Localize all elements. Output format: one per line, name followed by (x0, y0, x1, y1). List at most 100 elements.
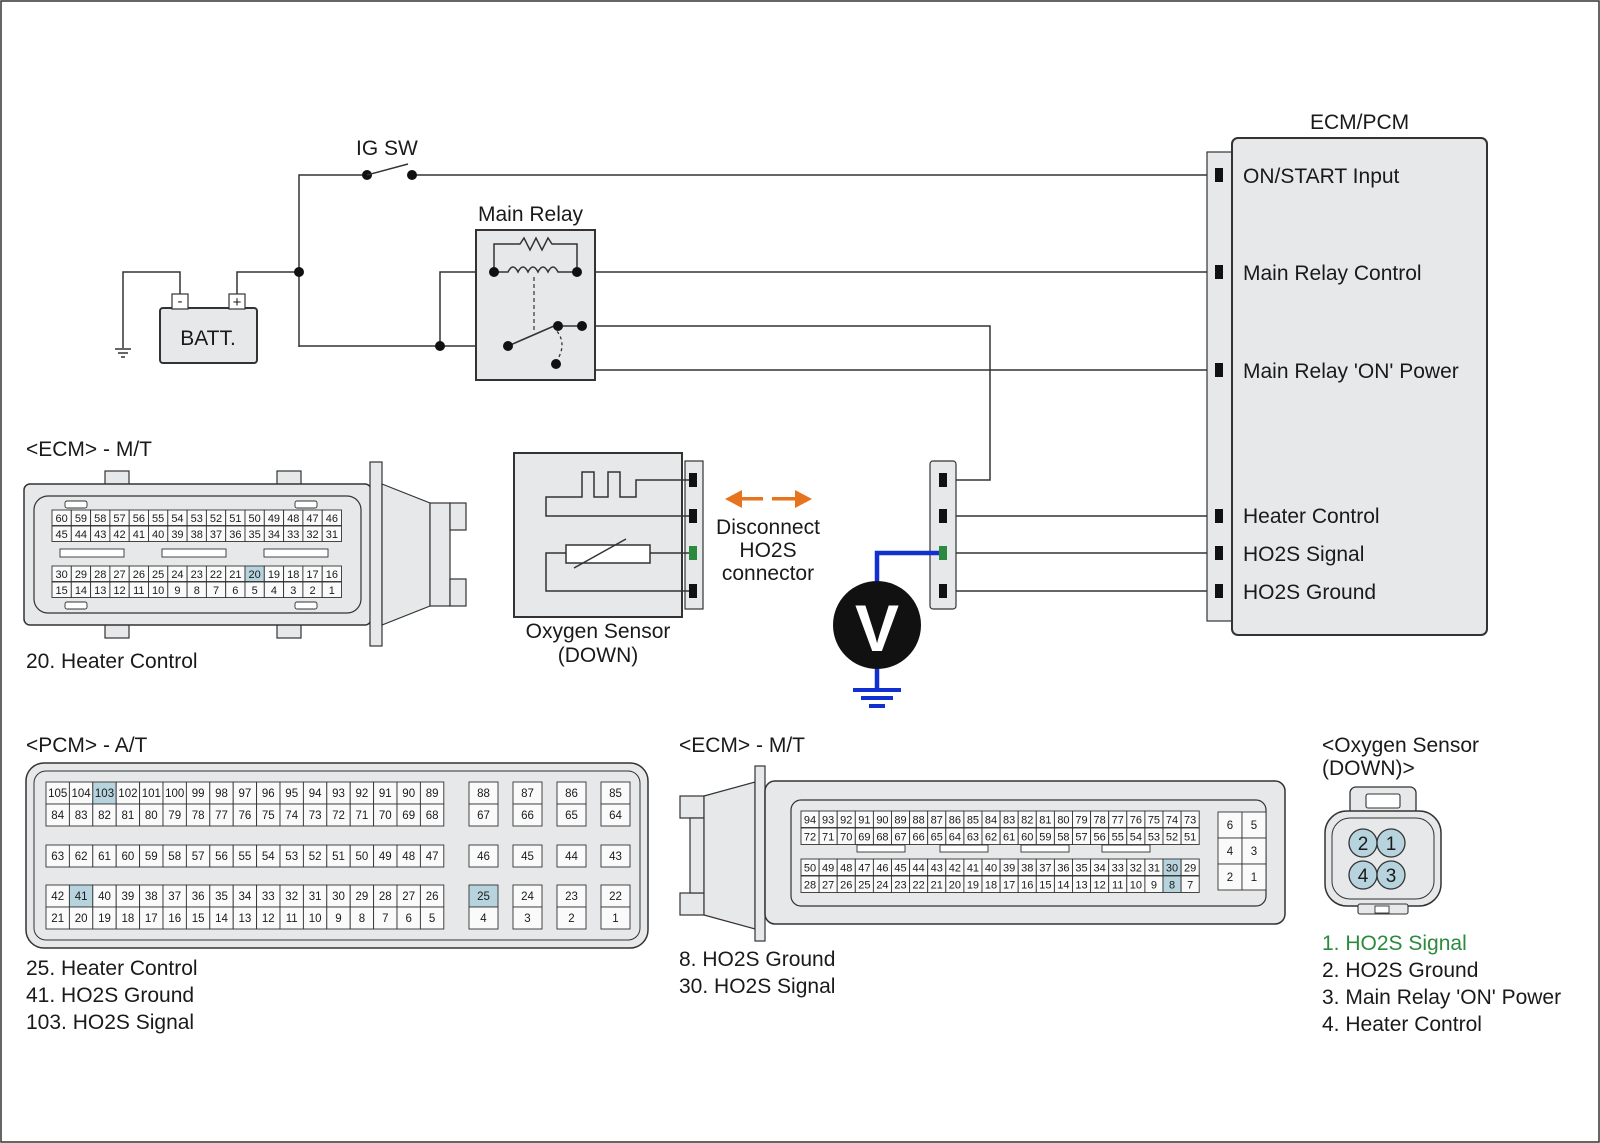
ig-sw-label: IG SW (356, 137, 418, 160)
pin-number: 56 (215, 851, 228, 863)
pin-cell (1180, 858, 1200, 876)
pin-number: 6 (232, 585, 238, 597)
pin-number: 29 (75, 569, 87, 581)
pin-number: 35 (249, 529, 261, 541)
pin-number: 79 (168, 810, 181, 822)
pin-cell (468, 906, 499, 930)
pin-number: 18 (287, 569, 299, 581)
pin-number: 51 (1184, 831, 1196, 843)
pin-number: 22 (913, 879, 925, 891)
pin-number: 5 (252, 585, 258, 597)
pin-number: 38 (145, 891, 158, 903)
pin-number: 6 (405, 913, 411, 925)
pin-number: 94 (309, 788, 322, 800)
pin-cell (512, 844, 543, 868)
pin-number: 49 (379, 851, 392, 863)
pin-number: 79 (1075, 814, 1087, 826)
pin-number: 67 (894, 831, 906, 843)
pin-number: 13 (1075, 879, 1087, 891)
pin-number: 1 (1251, 872, 1257, 884)
pin-number: 53 (285, 851, 298, 863)
pin-number: 16 (1021, 879, 1033, 891)
pin-cell (600, 803, 631, 827)
ecm-pin-heater-control: Heater Control (1243, 505, 1380, 528)
o2-pin-3 (1376, 860, 1406, 890)
pin-cell (419, 803, 445, 827)
pin-number: 57 (113, 513, 125, 525)
pin-number: 94 (804, 814, 816, 826)
pin-number: 36 (192, 891, 205, 903)
disconnect-label-1: Disconnect (716, 516, 820, 539)
pin-number: 99 (192, 788, 205, 800)
pin-number: 21 (931, 879, 943, 891)
pin-number: 80 (145, 810, 158, 822)
pin-number: 45 (521, 851, 534, 863)
pin-number: 86 (565, 788, 578, 800)
pin-number: 2 (568, 913, 574, 925)
pin-number: 26 (133, 569, 145, 581)
pin-number: 25 (477, 891, 490, 903)
pin-number: 4 (271, 585, 277, 597)
pin-number: 19 (268, 569, 280, 581)
pin-number: 31 (309, 891, 322, 903)
pin-number: 29 (356, 891, 369, 903)
pin-number: 32 (1130, 862, 1142, 874)
pin-number: 73 (1184, 814, 1196, 826)
pin-number: 35 (215, 891, 228, 903)
pin-number: 10 (152, 585, 164, 597)
pin-number: 1 (612, 913, 618, 925)
pin-number: 93 (332, 788, 345, 800)
pin-number: 21 (51, 913, 64, 925)
pin-number: 46 (876, 862, 888, 874)
pin-number: 66 (521, 810, 534, 822)
pin-number: 23 (191, 569, 203, 581)
pin-cell (556, 844, 587, 868)
pin-number: 70 (840, 831, 852, 843)
pin-number: 74 (1166, 814, 1178, 826)
pin-number: 72 (804, 831, 816, 843)
pin-number: 11 (286, 913, 298, 925)
pin-number: 23 (894, 879, 906, 891)
pin-number: 5 (1251, 820, 1257, 832)
pin-number: 54 (1130, 831, 1142, 843)
pin-number: 40 (152, 529, 164, 541)
pin-number: 46 (326, 513, 338, 525)
pin-number: 43 (931, 862, 943, 874)
pin-number: 59 (145, 851, 158, 863)
pin-number: 56 (133, 513, 145, 525)
pin-number: 63 (967, 831, 979, 843)
pin-number: 9 (1151, 879, 1157, 891)
ecm-mt-top-title: <ECM> - M/T (26, 438, 152, 461)
pcm-at-note-1: 25. Heater Control (26, 957, 198, 980)
o2-note-3: 3. Main Relay 'ON' Power (1322, 986, 1561, 1009)
pin-number: 71 (356, 810, 369, 822)
pin-number: 60 (122, 851, 135, 863)
ecm-pin-ho2s-ground: HO2S Ground (1243, 581, 1376, 604)
ecm-pin-on-start: ON/START Input (1243, 165, 1400, 188)
pin-number: 52 (1166, 831, 1178, 843)
pin-number: 17 (1003, 879, 1015, 891)
pin-number: 75 (1148, 814, 1160, 826)
pin-number: 69 (858, 831, 870, 843)
pin-number: 13 (94, 585, 106, 597)
pin-cell (468, 803, 499, 827)
pin-number: 78 (192, 810, 205, 822)
pin-number: 100 (165, 788, 184, 800)
pin-number: 8 (1169, 879, 1175, 891)
pin-number: 81 (122, 810, 135, 822)
pin-number: 43 (94, 529, 106, 541)
pin-number: 28 (804, 879, 816, 891)
pin-number: 9 (174, 585, 180, 597)
battery: - + BATT. (159, 293, 258, 364)
pin-number: 71 (822, 831, 834, 843)
pin-cell (1241, 837, 1267, 865)
pin-number: 92 (356, 788, 369, 800)
pin-number: 23 (565, 891, 578, 903)
pin-number: 68 (876, 831, 888, 843)
pin-number: 84 (51, 810, 64, 822)
pin-number: 67 (477, 810, 490, 822)
battery-label: BATT. (180, 327, 236, 350)
